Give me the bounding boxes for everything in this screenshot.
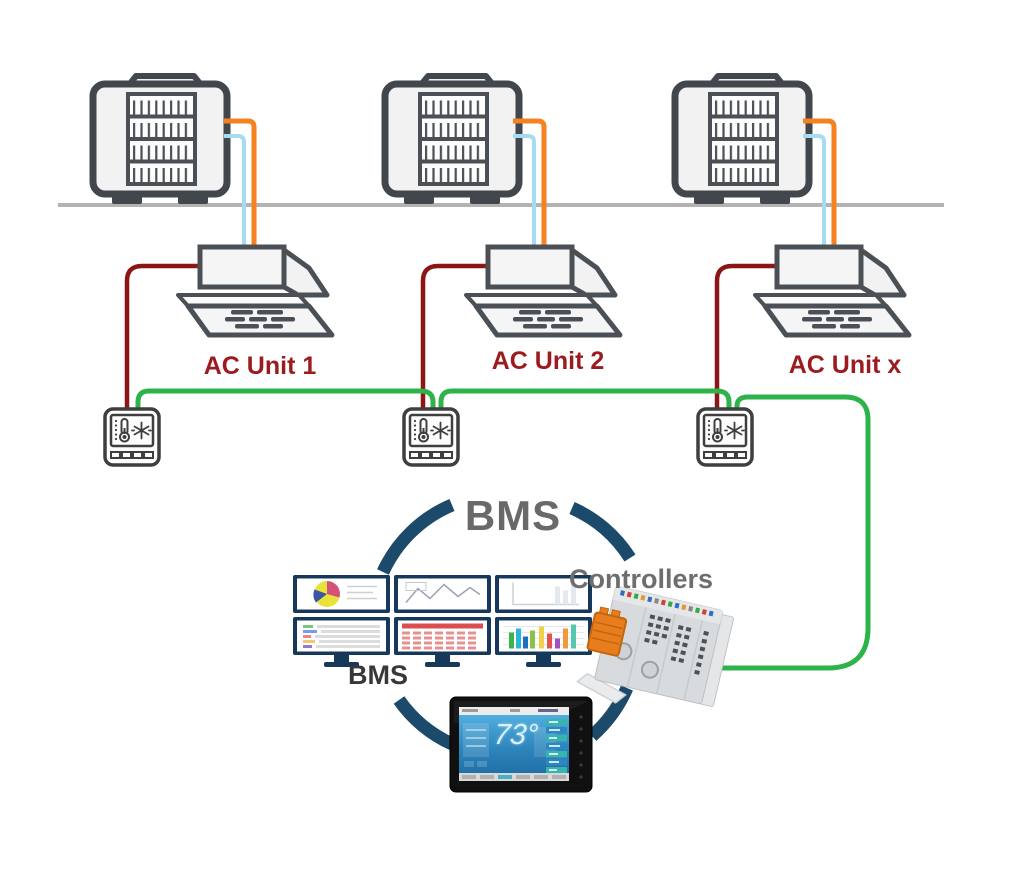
outdoor-unit-3 [675, 76, 809, 204]
monitor-2 [394, 575, 491, 613]
network-bus-segment-1 [135, 388, 436, 408]
indoor-unit-2 [466, 247, 620, 335]
refrigerant-liquid-line-1 [224, 118, 257, 250]
thermostat-wire-2 [420, 263, 489, 409]
touchscreen-bezel-buttons [579, 715, 583, 779]
plc-mounting-rail [576, 672, 627, 704]
bms-workstation-monitors-icon [293, 575, 592, 667]
monitor-4 [293, 617, 390, 655]
monitor-2-schematic [405, 582, 481, 603]
monitor-6 [495, 617, 592, 655]
monitor-1-pie-chart [313, 581, 377, 607]
touchscreen-thermostat-icon [449, 696, 593, 793]
refrigerant-suction-line-2 [513, 134, 536, 250]
refrigerant-suction-line-3 [803, 134, 826, 250]
monitor-6-bar-chart [503, 624, 584, 649]
outdoor-unit-2 [385, 76, 519, 204]
touchscreen-bottom-buttons [462, 775, 566, 779]
plc-controller-icon [576, 585, 734, 707]
refrigerant-liquid-line-2 [513, 118, 547, 250]
plc-status-leds [619, 590, 714, 617]
network-bus-segment-2 [438, 388, 732, 408]
plc-mounting-hole-2 [640, 660, 659, 679]
monitor-5-data-grid [402, 623, 483, 650]
indoor-unit-3 [755, 247, 909, 335]
indoor-unit-1 [178, 247, 332, 335]
bms-cycle-arcs [377, 499, 636, 750]
thermostat-2 [402, 407, 460, 467]
ground-line [58, 203, 944, 207]
cycle-arc-upper-left [377, 499, 455, 575]
thermostat-wire-1 [124, 263, 201, 409]
monitor-1 [293, 575, 390, 613]
touchscreen-menu-buttons [546, 719, 567, 774]
plc-vent-slots [644, 614, 709, 675]
monitor-3 [495, 575, 592, 613]
refrigerant-suction-line-1 [224, 134, 246, 250]
monitor-5 [394, 617, 491, 655]
monitor-3-bar-chart [512, 582, 579, 606]
thermostat-1 [103, 407, 161, 467]
thermostat-3 [696, 407, 754, 467]
monitor-stands [324, 655, 561, 667]
thermostat-wire-3 [714, 263, 778, 409]
plc-orange-connector [586, 606, 628, 657]
monitor-4-table [303, 625, 380, 648]
cycle-arc-lower-left [393, 696, 455, 750]
outdoor-unit-1 [93, 76, 227, 204]
network-riser-to-controller [708, 394, 871, 671]
cycle-arc-upper-right [569, 502, 636, 562]
refrigerant-liquid-line-3 [803, 118, 837, 250]
cycle-arc-lower-right [587, 685, 633, 741]
